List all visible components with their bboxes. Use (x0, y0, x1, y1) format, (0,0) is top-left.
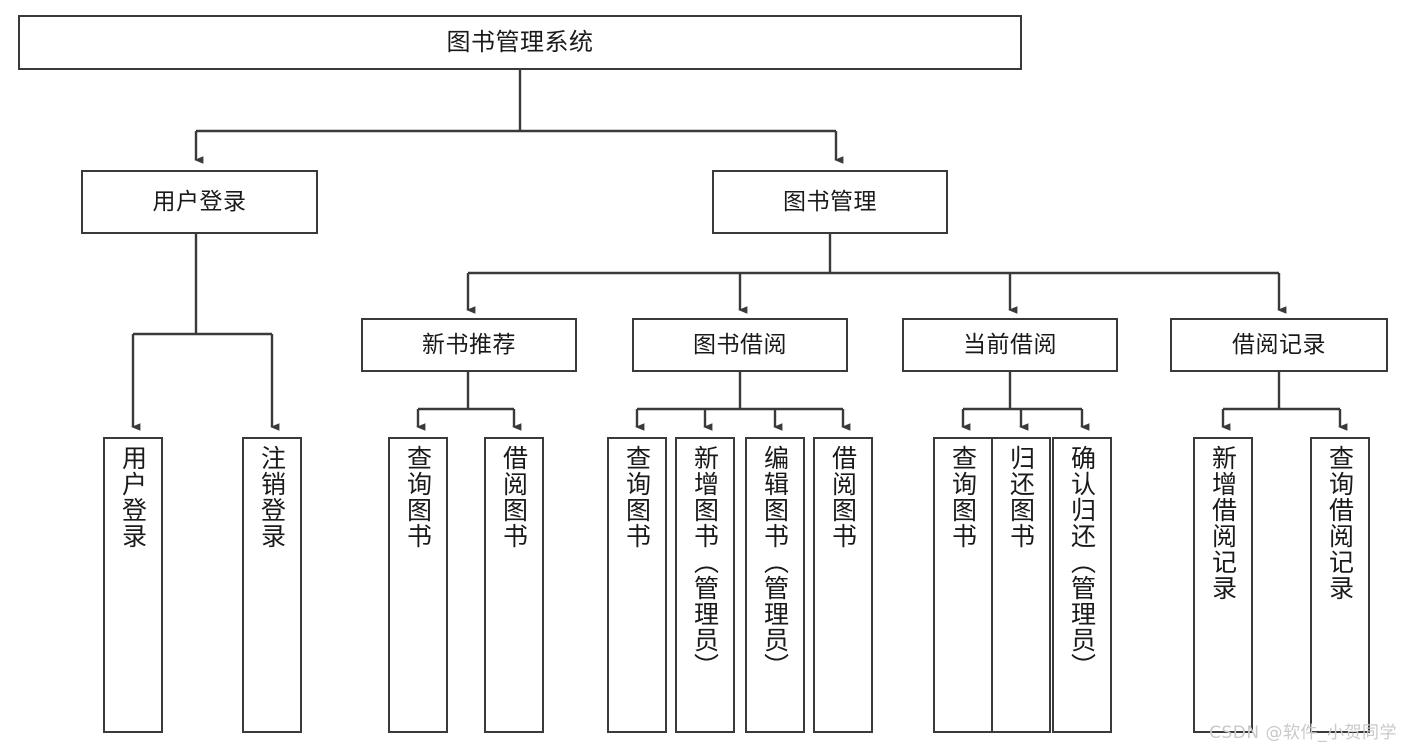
node-user-login[interactable]: 用户登录 (81, 170, 318, 234)
leaf-borrow-book-recommend[interactable]: 借阅图书 (484, 437, 544, 733)
node-label: 借阅记录 (1232, 331, 1326, 358)
leaf-borrow-book[interactable]: 借阅图书 (813, 437, 873, 733)
node-label: 查询图书 (403, 445, 433, 549)
node-label: 当前借阅 (963, 331, 1057, 358)
node-label: 编辑图书（管理员） (760, 445, 790, 679)
node-label: 借阅图书 (828, 445, 858, 549)
node-label: 查询图书 (948, 445, 978, 549)
node-root-book-management-system[interactable]: 图书管理系统 (18, 15, 1022, 70)
node-label: 注销登录 (257, 445, 287, 549)
leaf-query-book-recommend[interactable]: 查询图书 (388, 437, 448, 733)
node-borrow-record[interactable]: 借阅记录 (1170, 318, 1388, 372)
node-label: 用户登录 (152, 188, 247, 215)
node-label: 新书推荐 (422, 331, 516, 358)
node-label: 新增图书（管理员） (690, 445, 720, 679)
leaf-logout-login[interactable]: 注销登录 (242, 437, 302, 733)
leaf-add-borrow-record[interactable]: 新增借阅记录 (1193, 437, 1253, 733)
node-label: 图书借阅 (693, 331, 787, 358)
node-label: 图书管理 (783, 188, 877, 215)
node-new-book-recommend[interactable]: 新书推荐 (361, 318, 577, 372)
node-label: 用户登录 (118, 445, 148, 549)
node-label: 确认归还（管理员） (1067, 445, 1097, 679)
watermark-text: CSDN @软件_小贺同学 (1209, 723, 1397, 743)
node-label: 归还图书 (1006, 445, 1036, 549)
node-label: 借阅图书 (499, 445, 529, 549)
node-label: 查询图书 (622, 445, 652, 549)
node-current-borrow[interactable]: 当前借阅 (902, 318, 1118, 372)
leaf-query-borrow-record[interactable]: 查询借阅记录 (1310, 437, 1370, 733)
node-label: 新增借阅记录 (1208, 445, 1238, 601)
leaf-edit-book-admin[interactable]: 编辑图书（管理员） (745, 437, 805, 733)
node-label: 查询借阅记录 (1325, 445, 1355, 601)
leaf-add-book-admin[interactable]: 新增图书（管理员） (675, 437, 735, 733)
leaf-confirm-return-admin[interactable]: 确认归还（管理员） (1052, 437, 1112, 733)
leaf-user-login[interactable]: 用户登录 (103, 437, 163, 733)
node-label: 图书管理系统 (446, 27, 594, 56)
node-book-management[interactable]: 图书管理 (712, 170, 948, 234)
leaf-query-book-borrow[interactable]: 查询图书 (607, 437, 667, 733)
leaf-query-book-current[interactable]: 查询图书 (933, 437, 993, 733)
node-book-borrow[interactable]: 图书借阅 (632, 318, 848, 372)
leaf-return-book[interactable]: 归还图书 (991, 437, 1051, 733)
